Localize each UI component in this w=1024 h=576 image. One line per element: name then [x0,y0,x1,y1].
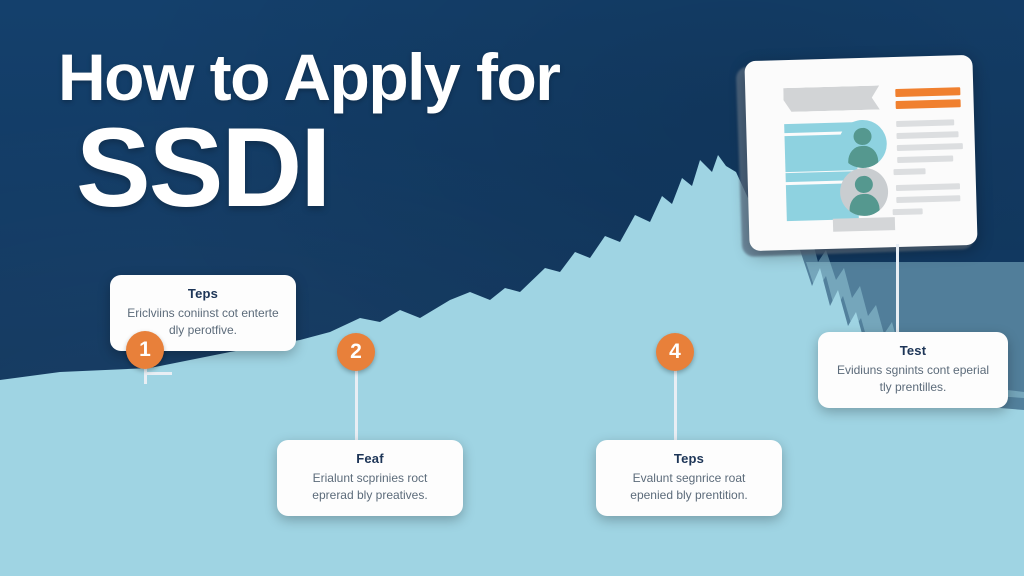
step-marker-1[interactable]: 1 [126,331,164,369]
callout-step-2[interactable]: Feaf Erialunt scprinies roct eprerad bly… [277,440,463,517]
text-line [893,168,926,176]
callout-step-4[interactable]: Teps Evalunt segnrice roat epenied bly p… [596,440,782,517]
avatar-primary [838,119,888,169]
text-line [897,155,954,163]
application-document-card[interactable] [744,54,978,252]
text-line [896,143,963,151]
callout-title: Feaf [356,451,384,466]
callout-title: Teps [187,286,219,301]
ribbon-banner [783,85,880,112]
page-title: How to Apply for SSDI [58,40,718,231]
connector-marker-2 [355,362,358,440]
text-line [896,195,961,204]
callout-body: Erialunt scprinies roct eprerad bly prea… [312,471,428,503]
text-line [896,119,955,128]
title-line-2: SSDI [76,105,331,231]
callout-body: Evalunt segnrice roat epenied bly prenti… [630,471,748,503]
avatar-secondary [839,167,889,217]
callout-title: Teps [673,451,705,466]
accent-bar-2 [895,99,961,110]
step-marker-2[interactable]: 2 [337,333,375,371]
document-footer-chip [832,217,896,232]
connector-marker-1-horizontal [144,372,172,375]
connector-card-to-callout-right [896,244,899,334]
text-line [892,208,923,216]
callout-step-right[interactable]: Test Evidiuns sgnints cont eperial tly p… [818,332,1008,409]
text-line [895,183,961,192]
text-line [896,131,959,139]
callout-title: Test [899,343,927,358]
accent-bar-1 [895,87,961,98]
step-marker-4[interactable]: 4 [656,333,694,371]
callout-step-1[interactable]: Teps Ericlviins coniinst cot enterte dly… [110,275,296,352]
callout-body: Evidiuns sgnints cont eperial tly prenti… [836,363,990,395]
connector-marker-4 [674,362,677,440]
callout-body: Ericlviins coniinst cot enterte dly pero… [127,306,279,338]
title-line-1: How to Apply for [58,40,561,114]
